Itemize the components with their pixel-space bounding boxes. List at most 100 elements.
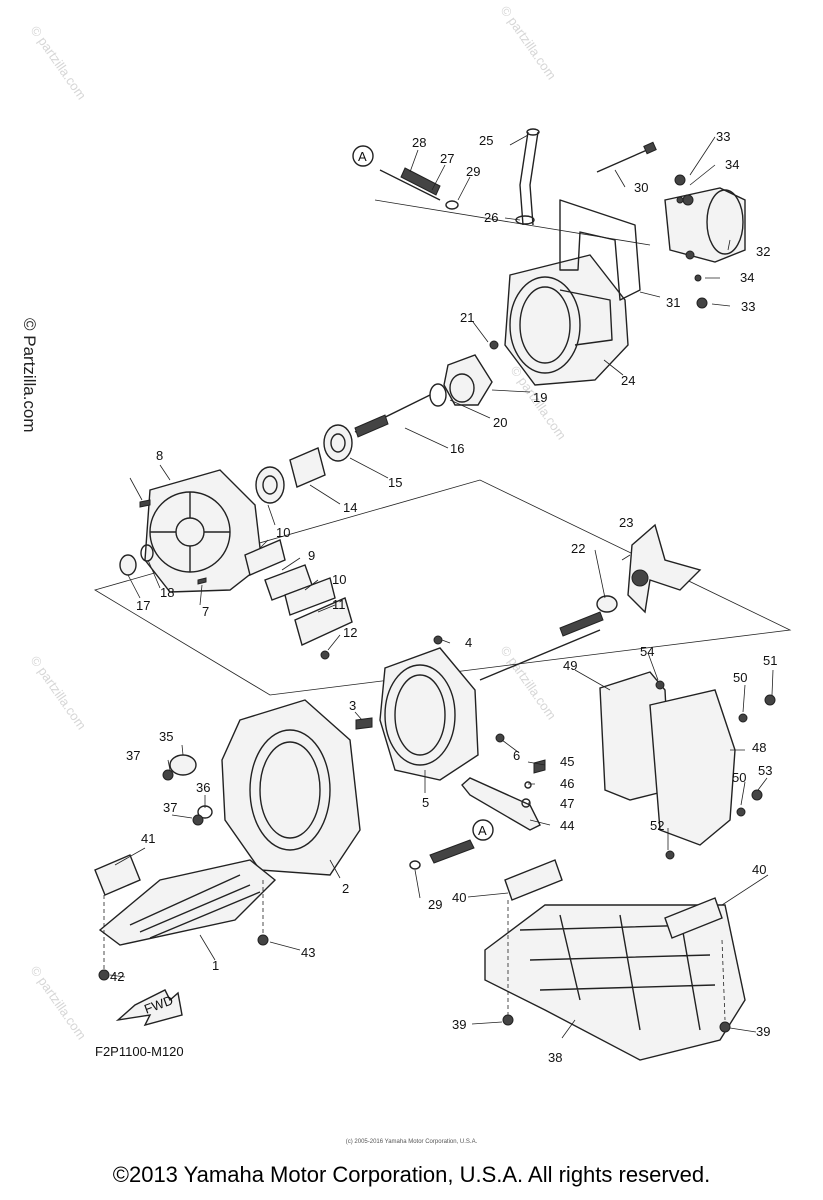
bracket: [504, 859, 563, 901]
callout: 33: [716, 129, 730, 144]
cable-end: [429, 839, 475, 864]
diagram-code: F2P1100-M120: [95, 1044, 184, 1059]
callout: 39: [756, 1024, 770, 1039]
screw: [533, 759, 546, 774]
callout: 40: [752, 862, 766, 877]
callout: 7: [202, 604, 209, 619]
nut: [751, 789, 763, 801]
hose: [519, 131, 539, 226]
intake-duct: [221, 699, 361, 876]
callout: 9: [308, 548, 315, 563]
watermarks: © partzilla.com © partzilla.com © partzi…: [28, 3, 720, 1042]
long-bolt: [596, 149, 648, 173]
callout: 28: [412, 135, 426, 150]
seal: [119, 554, 137, 576]
callout: 27: [440, 151, 454, 166]
callout: 48: [752, 740, 766, 755]
callout: 4: [465, 635, 472, 650]
callout: 36: [196, 780, 210, 795]
spacer: [289, 447, 326, 488]
drive-shaft: [354, 394, 431, 438]
bolt: [502, 1014, 514, 1026]
clip: [445, 200, 459, 210]
clamp: [515, 215, 535, 225]
side-watermark-text: © Partzilla.com: [20, 318, 39, 433]
watermark: © partzilla.com: [498, 3, 560, 82]
washer: [694, 274, 702, 282]
ref-marker-label: A: [358, 149, 367, 164]
watermark: © partzilla.com: [28, 963, 90, 1042]
fwd-arrow: FWD: [115, 989, 183, 1027]
bolt: [696, 297, 708, 309]
plate: [294, 597, 353, 646]
watermark: © partzilla.com: [28, 23, 90, 102]
callout: 35: [159, 729, 173, 744]
screw: [320, 650, 330, 660]
callouts: 1 2 3 4 5 6 7 8 9 10 10 11 12 13 14 15 1…: [110, 129, 777, 1065]
callout: 18: [160, 585, 174, 600]
small-print: (c) 2005-2016 Yamaha Motor Corporation, …: [345, 1139, 478, 1145]
bolt: [489, 340, 499, 350]
impeller-shaft: [479, 611, 604, 681]
callout: 11: [332, 597, 346, 612]
nut: [192, 814, 204, 826]
callout: 40: [452, 890, 466, 905]
callout: 52: [650, 818, 664, 833]
callout: 12: [343, 625, 357, 640]
callout: 3: [349, 698, 356, 713]
washer: [524, 781, 532, 789]
callout: 51: [763, 653, 777, 668]
callout: 14: [343, 500, 357, 515]
bearing: [255, 466, 285, 504]
bracket: [559, 199, 641, 301]
gasket: [284, 577, 336, 616]
pump-housing: [144, 469, 263, 593]
callout: 45: [560, 754, 574, 769]
bolt: [719, 1021, 731, 1033]
callout: 34: [740, 270, 754, 285]
clip: [409, 860, 421, 870]
ref-marker-a: A: [472, 819, 494, 841]
copyright-notice: ©2013 Yamaha Motor Corporation, U.S.A. A…: [112, 1162, 711, 1187]
callout: 47: [560, 796, 574, 811]
callout: 37: [163, 800, 177, 815]
callout: 43: [301, 945, 315, 960]
bolt: [674, 174, 686, 186]
callout: 5: [422, 795, 429, 810]
callout: 17: [136, 598, 150, 613]
stud: [355, 717, 373, 730]
intake-grate: [98, 859, 277, 946]
callout: 1: [212, 958, 219, 973]
callout: 26: [484, 210, 498, 225]
callout: 24: [621, 373, 635, 388]
jet-housing: [379, 647, 479, 781]
callout: 23: [619, 515, 633, 530]
callout: 15: [388, 475, 402, 490]
callout: 29: [428, 897, 442, 912]
callout: 20: [493, 415, 507, 430]
callout: 33: [741, 299, 755, 314]
callout: 29: [466, 164, 480, 179]
callout: 16: [450, 441, 464, 456]
washer: [140, 544, 154, 562]
cable: [379, 167, 441, 201]
callout: 50: [733, 670, 747, 685]
callout: 2: [342, 881, 349, 896]
callout: 34: [725, 157, 739, 172]
washer: [736, 807, 746, 817]
bracket: [94, 854, 141, 896]
callout: 31: [666, 295, 680, 310]
callout: 46: [560, 776, 574, 791]
callout: 19: [533, 390, 547, 405]
sleeve: [596, 595, 618, 613]
callout: 50: [732, 770, 746, 785]
callout: 30: [634, 180, 648, 195]
bolt: [665, 850, 675, 860]
ref-marker-label: A: [478, 823, 487, 838]
pin: [197, 577, 207, 585]
callout: 10: [332, 572, 346, 587]
pin: [139, 499, 151, 508]
gasket: [244, 539, 286, 576]
watermark: © partzilla.com: [28, 653, 90, 732]
